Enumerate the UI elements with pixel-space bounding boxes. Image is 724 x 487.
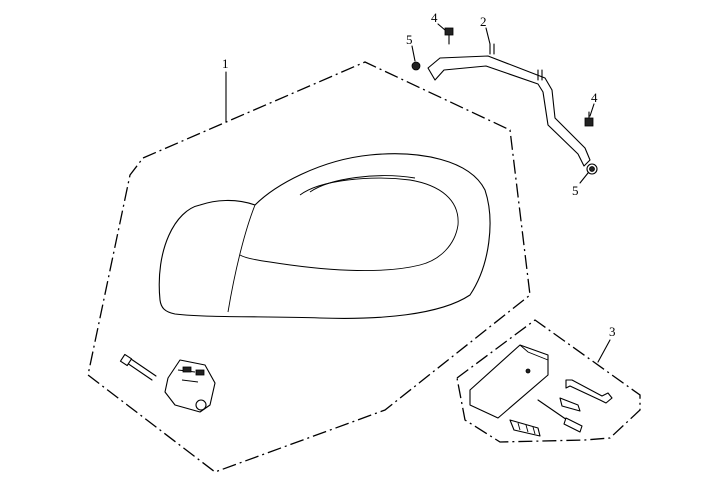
callout-5-top-leader: [411, 45, 416, 62]
callout-2: 2: [480, 14, 487, 29]
callout-2-leader: [485, 27, 491, 45]
tool-kit: [469, 344, 613, 437]
callout-1: 1: [222, 56, 229, 71]
callout-5-right: 5: [572, 183, 579, 198]
callout-4-top: 4: [431, 10, 438, 25]
callout-3-leader: [597, 339, 611, 363]
callout-3: 3: [609, 324, 616, 339]
tool-kit-boundary: [456, 319, 641, 443]
seat-bracket: [427, 43, 591, 167]
callout-4-right: 4: [591, 90, 598, 105]
seat: [158, 153, 491, 319]
seat-group-boundary: [87, 61, 531, 473]
callout-4-top-leader: [437, 23, 446, 31]
seat-lock: [119, 353, 216, 413]
callout-4-right-leader: [589, 103, 595, 117]
nut-top: [411, 61, 421, 71]
bolt-top: [444, 27, 454, 45]
nut-right: [586, 163, 598, 175]
bolt-right: [584, 111, 594, 127]
callout-5-top: 5: [406, 32, 413, 47]
callout-5-right-leader: [579, 172, 589, 184]
